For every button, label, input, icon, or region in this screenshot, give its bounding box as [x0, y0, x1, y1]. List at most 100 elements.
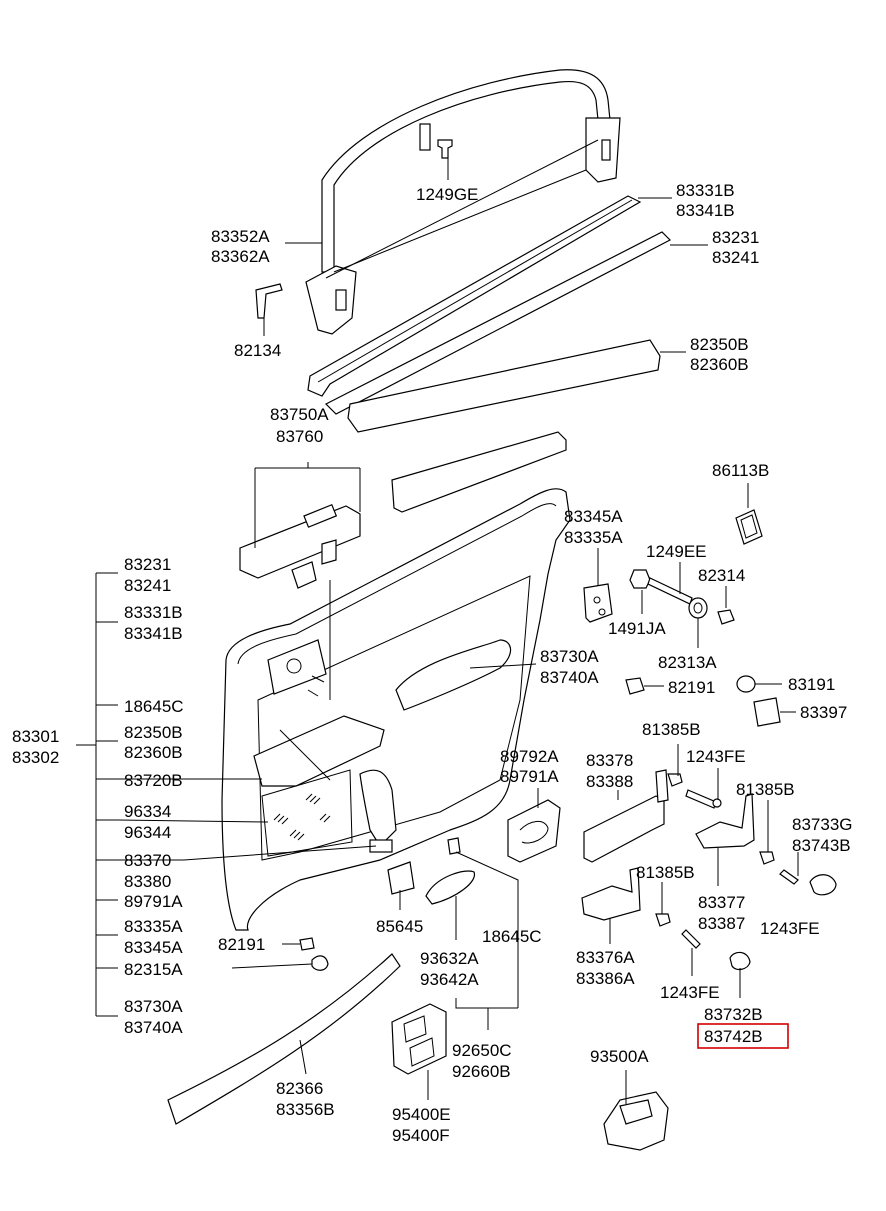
- label-1243FE-3: 1243FE: [660, 983, 720, 1002]
- door-trim-panel-part: [221, 488, 571, 931]
- label-83378: 83378: [586, 751, 633, 770]
- bracket-label-82350B: 82350B: [124, 723, 183, 742]
- label-1491JA: 1491JA: [608, 619, 666, 638]
- label-93500A: 93500A: [590, 1047, 649, 1066]
- bracket-label-18645C: 18645C: [124, 697, 184, 716]
- label-82134: 82134: [234, 341, 281, 360]
- label-1249EE: 1249EE: [646, 542, 707, 561]
- label-82360B-top: 82360B: [690, 355, 749, 374]
- label-83397: 83397: [800, 703, 847, 722]
- label-83331B-top: 83331B: [676, 181, 735, 200]
- bracket-label-82315A: 82315A: [124, 960, 183, 979]
- trim-strip-part: [347, 339, 661, 433]
- bracket-label-83231: 83231: [124, 555, 171, 574]
- label-83732B: 83732B: [704, 1005, 763, 1024]
- label-93642A: 93642A: [420, 970, 479, 989]
- label-81385B-2: 81385B: [736, 780, 795, 799]
- label-1243FE-1: 1243FE: [686, 747, 746, 766]
- bracket-label-83331B: 83331B: [124, 603, 183, 622]
- bracket-label-83345A: 83345A: [124, 938, 183, 957]
- label-83352A: 83352A: [211, 227, 270, 246]
- scuff-strip-82366: [167, 953, 401, 1125]
- label-86113B: 86113B: [712, 461, 769, 480]
- clip-81385b-2: [759, 851, 775, 865]
- label-83750A: 83750A: [270, 405, 329, 424]
- label-83191: 83191: [788, 675, 835, 694]
- screw-1249ge: [437, 139, 453, 159]
- screw-1243fe-2: [779, 869, 799, 885]
- outer-weatherstrip-part: [307, 195, 642, 397]
- bracket-label-89791A: 89791A: [124, 892, 183, 911]
- leader-lines: [76, 158, 799, 1104]
- label-83742B: 83742B: [704, 1027, 763, 1046]
- label-92660B: 92660B: [452, 1062, 511, 1081]
- label-83760: 83760: [276, 427, 323, 446]
- bracket-label-83720B: 83720B: [124, 771, 183, 790]
- bracket-label-83380: 83380: [124, 872, 171, 891]
- highlight-box-83742B: [697, 1023, 789, 1049]
- pad-83397: [753, 697, 781, 727]
- screw-1249ee: [647, 577, 693, 605]
- label-83387: 83387: [698, 914, 745, 933]
- label-83388: 83388: [586, 772, 633, 791]
- label-82191-right: 82191: [668, 678, 715, 697]
- bracket-label-83335A: 83335A: [124, 917, 183, 936]
- bracket-label-83740A: 83740A: [124, 1018, 183, 1037]
- bracket-label-83730A: 83730A: [124, 997, 183, 1016]
- bracket-label-83341B: 83341B: [124, 624, 183, 643]
- label-95400F: 95400F: [392, 1126, 450, 1145]
- pad-86113b: [735, 509, 763, 545]
- cap-83191: [736, 675, 756, 693]
- bracket-83345a: [583, 583, 613, 623]
- bracket-85645: [387, 861, 415, 895]
- label-83740A-top: 83740A: [540, 668, 599, 687]
- label-83743B: 83743B: [792, 836, 851, 855]
- label-85645: 85645: [376, 917, 423, 936]
- part-labels: 1249GE 83352A 83362A 83331B 83341B 83231…: [12, 181, 853, 1145]
- power-window-switch-part: [239, 503, 361, 589]
- label-83301: 83301: [12, 727, 59, 746]
- actuator-89792a: [507, 799, 561, 863]
- label-1243FE-2: 1243FE: [760, 919, 820, 938]
- clip-81385b-1: [667, 773, 683, 787]
- label-89791A-top: 89791A: [500, 767, 559, 786]
- lower-trim-strip-part: [391, 431, 567, 513]
- clip-82134: [255, 283, 283, 319]
- label-83341B-top: 83341B: [676, 201, 735, 220]
- label-83345A-top: 83345A: [564, 507, 623, 526]
- bracket-83377: [695, 793, 755, 849]
- screw-1243fe-3: [681, 929, 701, 949]
- label-83231-top: 83231: [712, 228, 759, 247]
- label-92650C: 92650C: [452, 1041, 512, 1060]
- label-81385B-3: 81385B: [636, 863, 695, 882]
- label-89792A: 89792A: [500, 747, 559, 766]
- label-82314: 82314: [698, 566, 745, 585]
- label-83302: 83302: [12, 748, 59, 767]
- label-83335A-top: 83335A: [564, 528, 623, 547]
- door-sash-trim-part: [305, 69, 621, 335]
- clip-82315a: [311, 955, 329, 971]
- stopper-83732b: [729, 951, 751, 971]
- stopper-83733g: [809, 874, 837, 896]
- bracket-93500a: [603, 1091, 669, 1151]
- bracket-label-83370: 83370: [124, 851, 171, 870]
- label-83730A-top: 83730A: [540, 647, 599, 666]
- switch-95400e: [391, 1003, 447, 1075]
- label-83376A: 83376A: [576, 948, 635, 967]
- bracket-label-82191: 82191: [218, 935, 265, 954]
- lamp-lens-93632a: [425, 870, 475, 905]
- label-18645C-mid: 18645C: [482, 927, 542, 946]
- label-83356B: 83356B: [276, 1100, 335, 1119]
- label-82313A: 82313A: [658, 653, 717, 672]
- screw-1243fe-1: [685, 789, 722, 809]
- label-82366: 82366: [276, 1079, 323, 1098]
- label-83241-top: 83241: [712, 248, 759, 267]
- bracket-83378: [583, 769, 669, 863]
- bracket-label-96344: 96344: [124, 823, 171, 842]
- label-83362A: 83362A: [211, 247, 270, 266]
- nut-1491ja: [629, 569, 651, 589]
- bulb-82191-left: [299, 937, 315, 951]
- cap-82314: [717, 609, 735, 625]
- label-81385B-1: 81385B: [642, 720, 701, 739]
- clip-81385b-3: [655, 913, 671, 927]
